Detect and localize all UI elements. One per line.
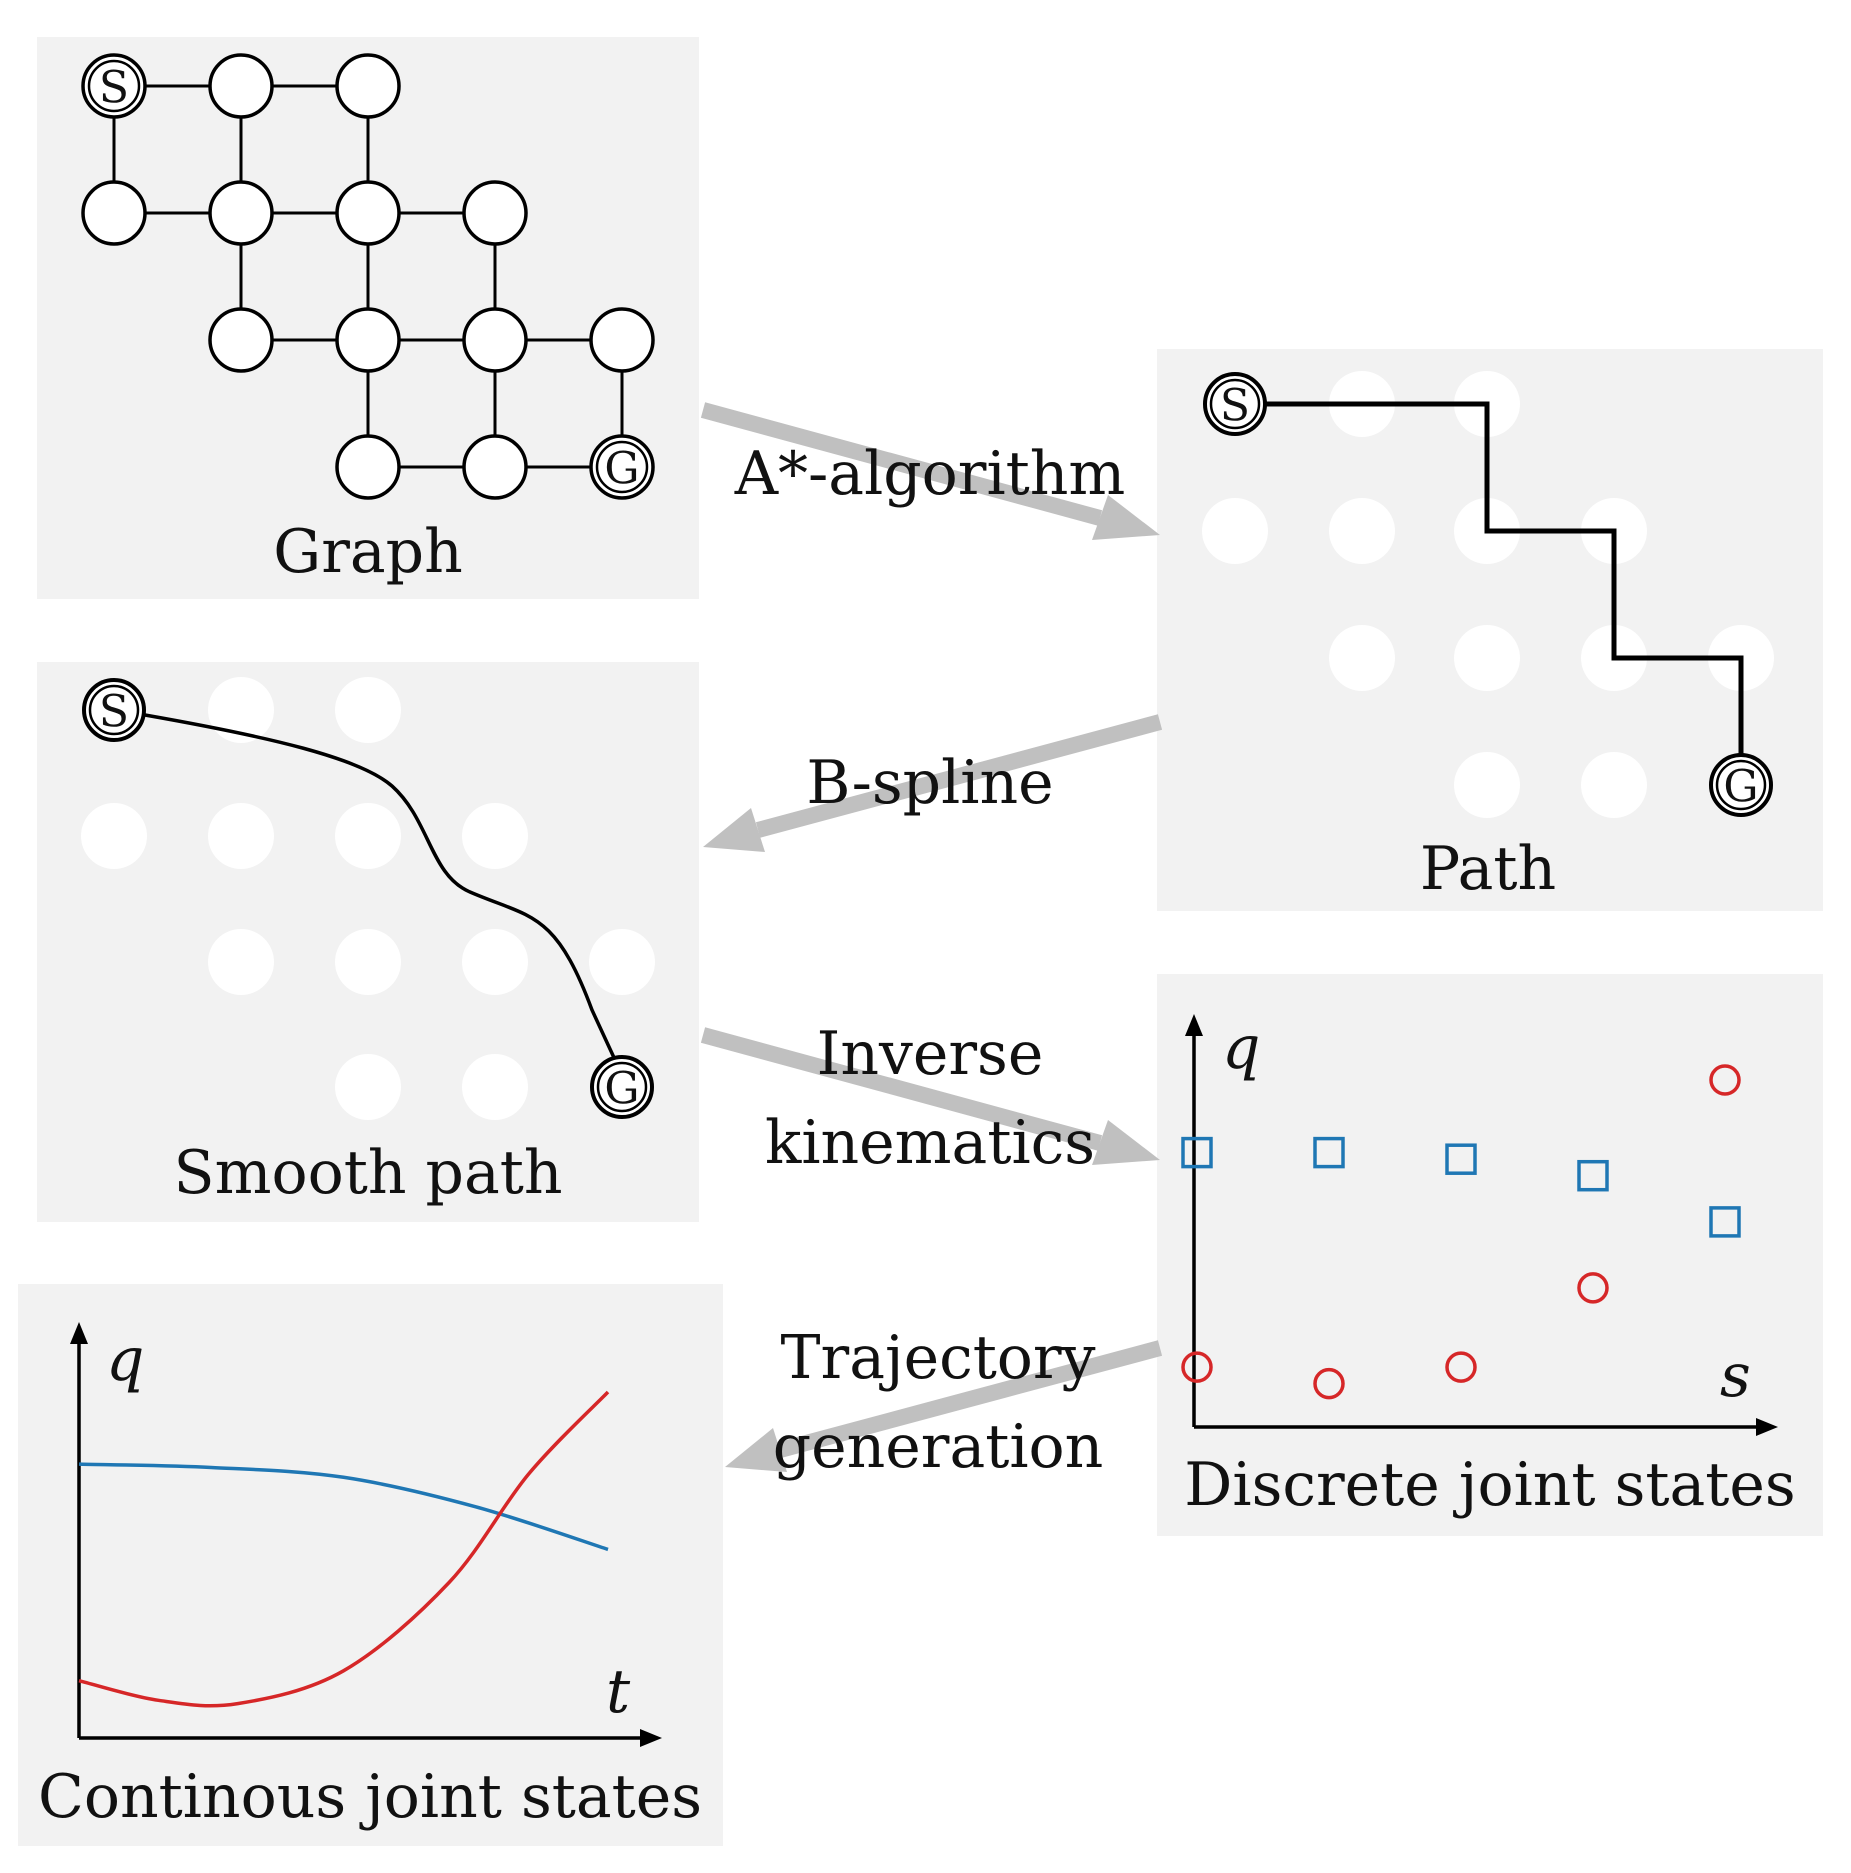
- graph-node: [589, 307, 655, 373]
- graph-node: [335, 180, 401, 246]
- continuous-blue-curve: [78, 1462, 609, 1552]
- white-dot: [462, 929, 528, 995]
- ik-label-line2: kinematics: [765, 1108, 1095, 1178]
- continuous-red-curve: [78, 1390, 610, 1708]
- white-dot: [1329, 625, 1395, 691]
- graph-node: [462, 180, 528, 246]
- white-dot: [335, 1054, 401, 1120]
- smooth-white-dots: [81, 677, 655, 1120]
- graph-goal-letter: G: [604, 444, 639, 495]
- white-dot: [1454, 752, 1520, 818]
- continuous-states-panel: [18, 1284, 723, 1846]
- graph-node: [335, 53, 401, 119]
- white-dot: [589, 929, 655, 995]
- continuous-axes: [70, 1322, 662, 1747]
- white-dot: [208, 803, 274, 869]
- graph-node: [462, 434, 528, 500]
- white-dot: [1202, 498, 1268, 564]
- path-white-dots: [1202, 371, 1774, 818]
- traj-label-line1: Trajectory: [781, 1323, 1096, 1393]
- white-dot: [335, 677, 401, 743]
- ik-label-line1: Inverse: [817, 1019, 1044, 1089]
- graph-node: [335, 307, 401, 373]
- discrete-y-axis-label: q: [1222, 1013, 1260, 1083]
- discrete-x-axis-label: s: [1720, 1341, 1751, 1411]
- discrete-red-circle-marker: [1313, 1367, 1345, 1400]
- graph-goal-node: G: [589, 434, 655, 500]
- traj-label-line2: generation: [773, 1412, 1104, 1482]
- grid-path-line: [1235, 401, 1744, 785]
- path-goal-node: G: [1709, 753, 1773, 817]
- white-dot: [462, 1054, 528, 1120]
- discrete-markers: [1181, 1064, 1741, 1400]
- astar-label: A*-algorithm: [734, 439, 1126, 509]
- smooth-path-label: Smooth path: [173, 1138, 562, 1208]
- discrete-red-circle-marker: [1577, 1272, 1609, 1304]
- path-start-node: S: [1203, 372, 1267, 436]
- graph-node: [208, 53, 274, 119]
- discrete-red-circle-marker: [1445, 1351, 1477, 1383]
- white-dot: [208, 677, 274, 743]
- arrow-ik: [700, 1027, 1160, 1165]
- arrow-astar: [700, 402, 1160, 540]
- smooth-start-letter: S: [99, 687, 129, 738]
- graph-start-node: S: [81, 53, 147, 119]
- white-dot: [335, 803, 401, 869]
- discrete-red-circle-marker: [1709, 1064, 1741, 1096]
- white-dot: [208, 929, 274, 995]
- discrete-axes: [1185, 1014, 1778, 1436]
- white-dot: [462, 803, 528, 869]
- smooth-start-node: S: [82, 678, 146, 742]
- graph-node: [335, 434, 401, 500]
- white-dot: [335, 929, 401, 995]
- arrow-traj: [725, 1340, 1163, 1472]
- bspline-label: B-spline: [806, 748, 1053, 818]
- discrete-states-panel: [1157, 974, 1823, 1536]
- continuous-y-axis-label: q: [106, 1325, 144, 1395]
- continuous-states-label: Continous joint states: [38, 1762, 702, 1832]
- graph-node: [462, 307, 528, 373]
- graph-start-letter: S: [99, 63, 129, 114]
- white-dot: [1581, 752, 1647, 818]
- discrete-blue-square-marker: [1577, 1159, 1609, 1192]
- smooth-spline-curve: [144, 713, 624, 1076]
- path-label: Path: [1420, 834, 1556, 904]
- smooth-goal-letter: G: [604, 1064, 639, 1115]
- white-dot: [81, 803, 147, 869]
- path-goal-letter: G: [1723, 762, 1758, 813]
- discrete-red-circle-marker: [1181, 1351, 1213, 1383]
- graph-label: Graph: [273, 517, 462, 587]
- smooth-goal-node: G: [590, 1055, 654, 1119]
- discrete-blue-square-marker: [1181, 1136, 1213, 1169]
- discrete-blue-square-marker: [1313, 1136, 1345, 1169]
- path-start-letter: S: [1220, 381, 1250, 432]
- continuous-x-axis-label: t: [606, 1657, 631, 1727]
- graph-node: [208, 180, 274, 246]
- graph-node: [208, 307, 274, 373]
- discrete-states-label: Discrete joint states: [1184, 1450, 1795, 1520]
- white-dot: [1329, 498, 1395, 564]
- white-dot: [1454, 625, 1520, 691]
- discrete-blue-square-marker: [1445, 1143, 1477, 1175]
- arrow-bspline: [703, 714, 1163, 852]
- discrete-blue-square-marker: [1709, 1206, 1741, 1238]
- graph-node: [81, 180, 147, 246]
- graph-nodes: SG: [81, 53, 655, 500]
